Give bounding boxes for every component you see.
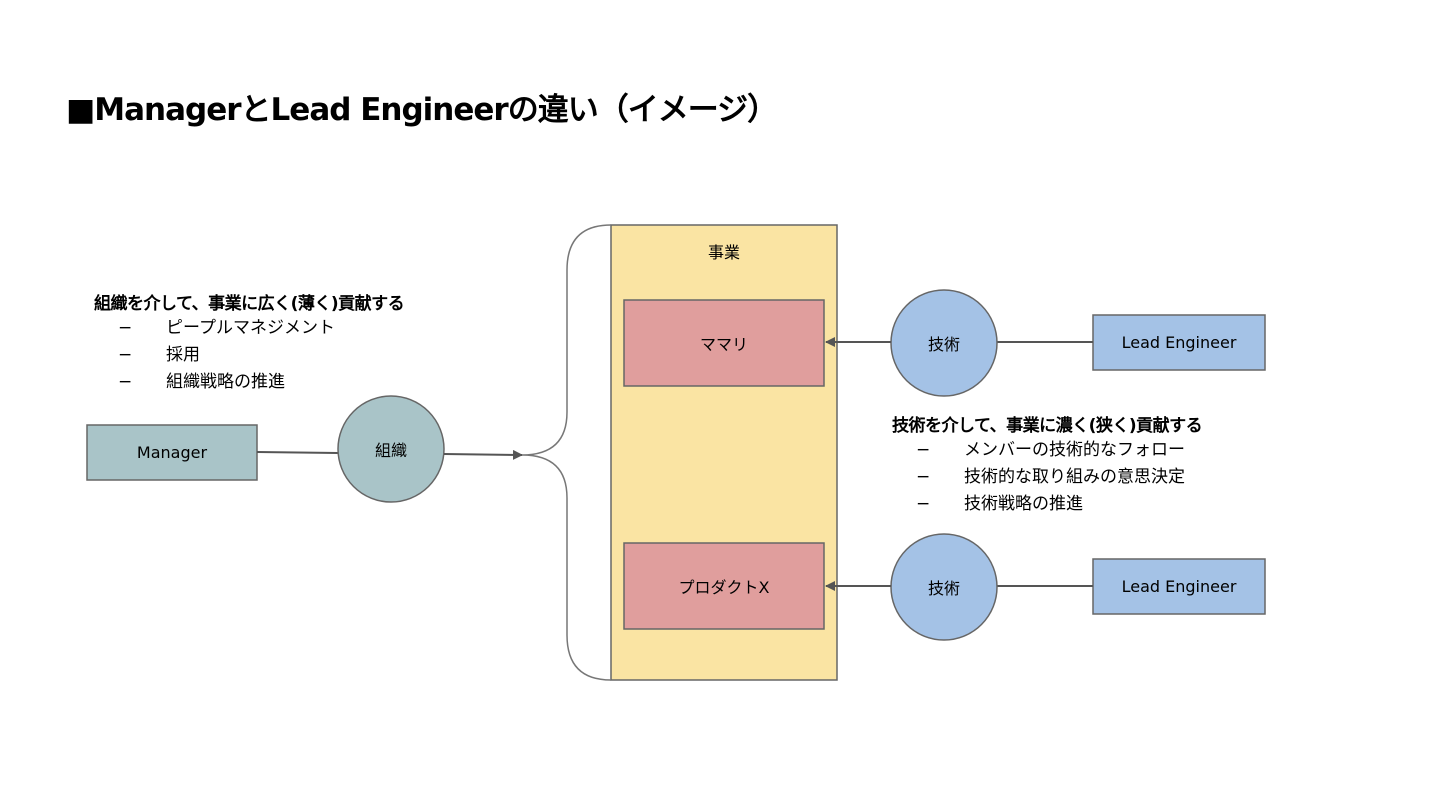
- org-label: 組織: [374, 441, 407, 460]
- bullet-text: メンバーの技術的なフォロー: [964, 440, 1185, 460]
- bullet-dash: −: [118, 318, 133, 338]
- list-item: − 技術的な取り組みの意思決定: [892, 464, 1202, 491]
- manager-bullet-list: − ピープルマネジメント − 採用 − 組織戦略の推進: [94, 315, 404, 396]
- product-box-mamari: [623, 299, 825, 387]
- bullet-dash: −: [118, 372, 133, 392]
- bullet-dash: −: [118, 345, 133, 365]
- bullet-dash: −: [916, 494, 931, 514]
- org-circle: [337, 395, 445, 503]
- lead-engineer-label-2: Lead Engineer: [1121, 577, 1237, 596]
- manager-to-org-connector: [256, 451, 339, 454]
- manager-description-heading: 組織を介して、事業に広く(薄く)貢献する: [94, 294, 405, 314]
- bullet-dash: −: [916, 440, 931, 460]
- lead-engineer-label-1: Lead Engineer: [1121, 333, 1237, 352]
- engineer-description: 技術を介して、事業に濃く(狭く)貢献する − メンバーの技術的なフォロー − 技術的…: [892, 411, 1203, 518]
- list-item: − ピープルマネジメント: [94, 315, 404, 342]
- business-label: 事業: [707, 243, 740, 262]
- bullet-text: ピープルマネジメント: [166, 318, 335, 338]
- bullet-text: 採用: [166, 345, 200, 365]
- bullet-text: 技術的な取り組みの意思決定: [964, 467, 1185, 487]
- tech-label-2: 技術: [927, 579, 960, 598]
- org-to-business-arrow: [443, 449, 523, 460]
- lead-engineer-box-2: [1092, 558, 1266, 615]
- tech-label-1: 技術: [927, 335, 960, 354]
- curly-brace: [521, 224, 612, 681]
- list-item: − 採用: [94, 342, 404, 369]
- product-box-product-x: [623, 542, 825, 630]
- bullet-text: 技術戦略の推進: [964, 494, 1083, 514]
- engineer-bullet-list: − メンバーの技術的なフォロー − 技術的な取り組みの意思決定 − 技術戦略の推進: [892, 437, 1202, 518]
- manager-description: 組織を介して、事業に広く(薄く)貢献する − ピープルマネジメント − 採用 − 組織…: [94, 289, 405, 396]
- bullet-text: 組織戦略の推進: [166, 372, 285, 392]
- manager-label: Manager: [136, 443, 208, 462]
- engineer-description-heading: 技術を介して、事業に濃く(狭く)貢献する: [892, 416, 1203, 436]
- list-item: − 組織戦略の推進: [94, 369, 404, 396]
- page-title: ■ManagerとLead Engineerの違い（イメージ）: [66, 92, 778, 128]
- list-item: − 技術戦略の推進: [892, 491, 1202, 518]
- list-item: − メンバーの技術的なフォロー: [892, 437, 1202, 464]
- product-label-product-x: プロダクトX: [678, 578, 770, 597]
- bullet-dash: −: [916, 467, 931, 487]
- product-label-mamari: ママリ: [699, 335, 748, 354]
- lead-engineer-box-1: [1092, 314, 1266, 371]
